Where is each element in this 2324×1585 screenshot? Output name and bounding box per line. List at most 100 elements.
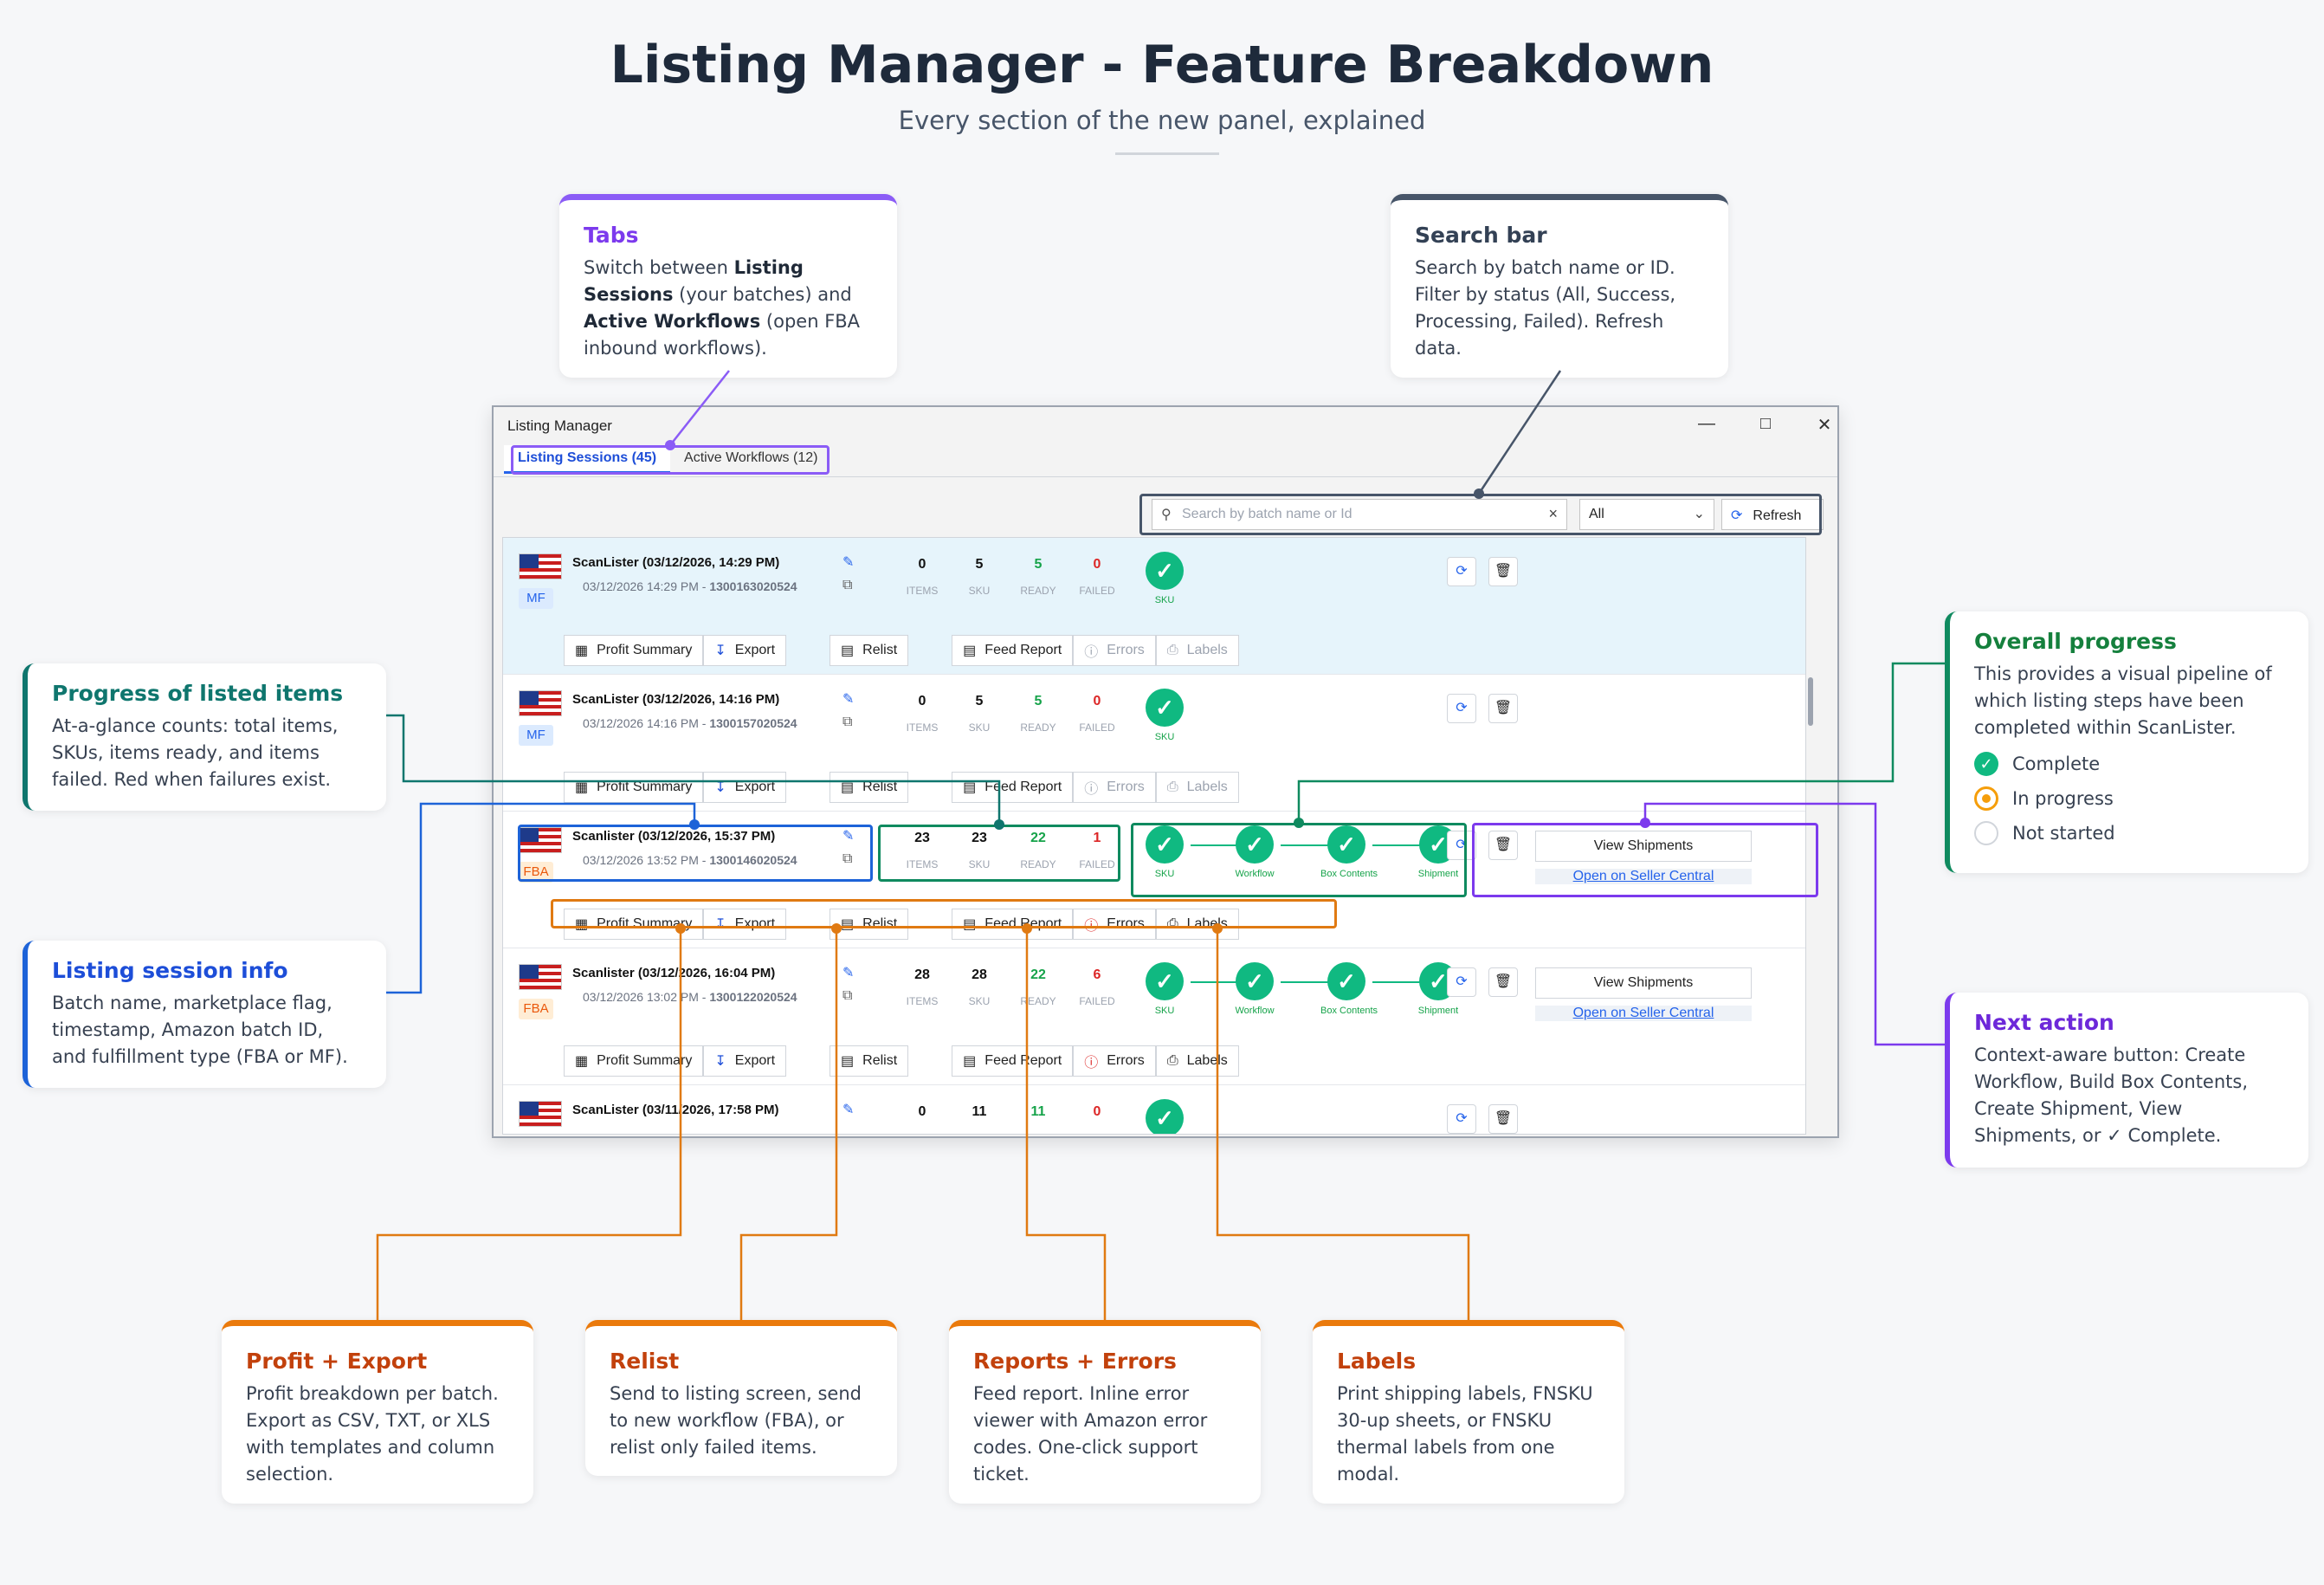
scrollbar-thumb[interactable] [1808, 677, 1813, 726]
copy-icon[interactable]: ⧉ [842, 988, 853, 1003]
minimize-button[interactable]: — [1698, 414, 1715, 433]
listing-manager-window: Listing Manager — □ ✕ Listing Sessions (… [492, 405, 1839, 1138]
search-input[interactable]: ⚲ Search by batch name or Id × [1152, 499, 1567, 530]
delete-row-button[interactable]: 🗑 [1488, 967, 1518, 997]
us-flag-icon [519, 1101, 562, 1127]
relist-button[interactable]: ▤Relist [830, 635, 909, 666]
alert-icon: ⓘ [1084, 645, 1099, 660]
export-button[interactable]: ↧Export [703, 772, 787, 803]
grid-icon: ▦ [575, 780, 589, 795]
feed-report-button[interactable]: ▤Feed Report [952, 1045, 1074, 1077]
labels-button[interactable]: ⎙Labels [1155, 635, 1239, 666]
feed-report-button[interactable]: ▤Feed Report [952, 772, 1074, 803]
relist-card-title: Relist [610, 1349, 680, 1374]
page-subtitle: Every section of the new panel, explaine… [898, 106, 1426, 135]
refresh-row-button[interactable]: ⟳ [1447, 557, 1476, 586]
pipeline-step: ✓Workflow [1229, 962, 1281, 1016]
profit-summary-button[interactable]: ▦Profit Summary [564, 1045, 704, 1077]
relist-button[interactable]: ▤Relist [830, 772, 909, 803]
next-action-card-title: Next action [1974, 1010, 2114, 1035]
check-icon: ✓ [1146, 552, 1184, 590]
seller-central-link[interactable]: Open on Seller Central [1535, 1006, 1752, 1021]
printer-icon: ⎙ [1166, 643, 1178, 657]
document-icon: ▤ [963, 780, 977, 795]
batch-meta: 03/12/2026 13:02 PM - 1300122020524 [583, 990, 797, 1004]
edit-pencil-icon[interactable]: ✎ [842, 966, 855, 980]
refresh-row-button[interactable]: ⟳ [1447, 831, 1476, 860]
row-actions: ▦Profit Summary↧Export ▤Relist ▤Feed Repor… [564, 909, 1239, 940]
clear-icon[interactable]: × [1548, 505, 1558, 522]
tab-active-workflows[interactable]: Active Workflows (12) [684, 450, 818, 465]
check-icon: ✓ [1146, 962, 1184, 1000]
delete-row-button[interactable]: 🗑 [1488, 557, 1518, 586]
legend-complete: ✓Complete [1974, 752, 2284, 776]
delete-row-button[interactable]: 🗑 [1488, 1104, 1518, 1134]
copy-icon[interactable]: ⧉ [842, 715, 853, 729]
export-button[interactable]: ↧Export [703, 635, 787, 666]
profit-summary-button[interactable]: ▦Profit Summary [564, 635, 704, 666]
pipeline-step: ✓SKU [1139, 689, 1191, 742]
next-action-card-body: Context-aware button: Create Workflow, B… [1974, 1045, 2249, 1146]
labels-button[interactable]: ⎙Labels [1155, 909, 1239, 940]
batch-meta: 03/12/2026 13:52 PM - 1300146020524 [583, 853, 797, 867]
view-shipments-button[interactable]: View Shipments [1535, 967, 1752, 999]
status-filter-select[interactable]: All ⌄ [1579, 499, 1714, 530]
labels-button[interactable]: ⎙Labels [1155, 772, 1239, 803]
chevron-down-icon: ⌄ [1693, 507, 1705, 521]
reports-errors-card: Reports + Errors Feed report. Inline err… [949, 1320, 1261, 1504]
relist-button[interactable]: ▤Relist [830, 909, 909, 940]
progress-pipeline: ✓SKU✓Workflow✓Box Contents✓Shipment [1146, 962, 1483, 1023]
maximize-button[interactable]: □ [1759, 414, 1772, 433]
export-button[interactable]: ↧Export [703, 909, 787, 940]
relist-icon: ▤ [841, 644, 855, 658]
edit-pencil-icon[interactable]: ✎ [842, 829, 855, 844]
batch-meta: 03/12/2026 14:16 PM - 1300157020524 [583, 716, 797, 730]
refresh-button[interactable]: ⟳Refresh [1721, 499, 1824, 530]
fulfillment-type-badge: FBA [519, 999, 553, 1019]
grid-icon: ▦ [575, 917, 589, 932]
feed-report-button[interactable]: ▤Feed Report [952, 909, 1074, 940]
legend-in-progress: In progress [1974, 786, 2284, 811]
refresh-row-button[interactable]: ⟳ [1447, 694, 1476, 723]
delete-row-button[interactable]: 🗑 [1488, 694, 1518, 723]
copy-icon[interactable]: ⧉ [842, 578, 853, 592]
check-icon: ✓ [1236, 825, 1274, 864]
overall-progress-card-title: Overall progress [1974, 629, 2177, 654]
view-shipments-button[interactable]: View Shipments [1535, 831, 1752, 862]
profit-summary-button[interactable]: ▦Profit Summary [564, 909, 704, 940]
export-button[interactable]: ↧Export [703, 1045, 787, 1077]
search-card-body: Search by batch name or ID. Filter by st… [1415, 257, 1676, 359]
feed-report-button[interactable]: ▤Feed Report [952, 635, 1074, 666]
refresh-row-button[interactable]: ⟳ [1447, 1104, 1476, 1134]
refresh-row-button[interactable]: ⟳ [1447, 967, 1476, 997]
copy-icon[interactable]: ⧉ [842, 851, 853, 866]
labels-button[interactable]: ⎙Labels [1155, 1045, 1239, 1077]
profit-summary-button[interactable]: ▦Profit Summary [564, 772, 704, 803]
close-button[interactable]: ✕ [1817, 416, 1832, 435]
pipeline-step: ✓SKU [1139, 825, 1191, 879]
pipeline-step: ✓SKU [1139, 962, 1191, 1016]
edit-pencil-icon[interactable]: ✎ [842, 555, 855, 570]
relist-button[interactable]: ▤Relist [830, 1045, 909, 1077]
seller-central-link[interactable]: Open on Seller Central [1535, 869, 1752, 884]
grid-icon: ▦ [575, 1054, 589, 1069]
edit-pencil-icon[interactable]: ✎ [842, 692, 855, 707]
edit-pencil-icon[interactable]: ✎ [842, 1103, 855, 1117]
tab-listing-sessions[interactable]: Listing Sessions (45) [504, 445, 671, 474]
delete-row-button[interactable]: 🗑 [1488, 831, 1518, 860]
